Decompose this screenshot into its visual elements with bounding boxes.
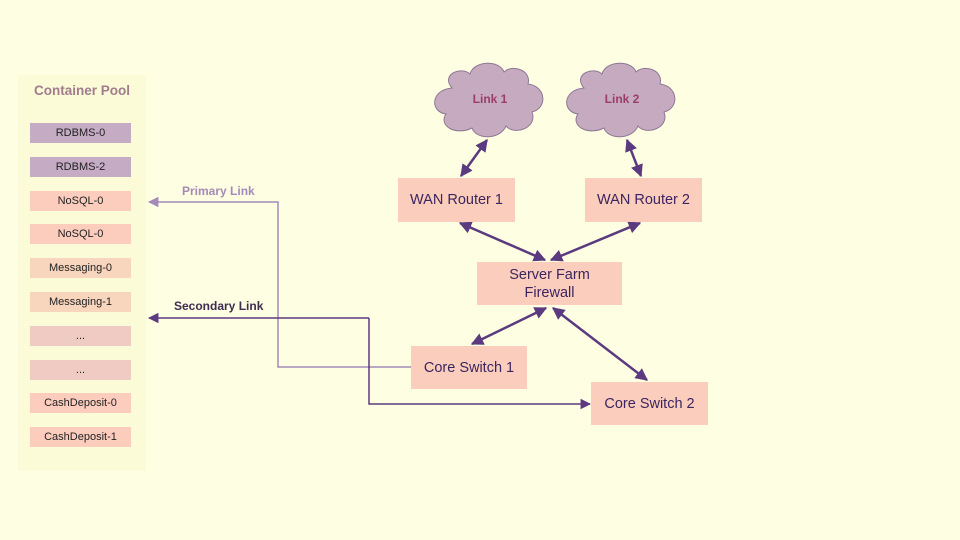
pool-item: NoSQL-0	[30, 224, 131, 245]
edge-wan2-firewall	[549, 221, 642, 262]
core-switch-2: Core Switch 2	[591, 382, 708, 425]
edge-wan1-firewall	[458, 221, 547, 262]
pool-item: ...	[30, 325, 131, 346]
pool-item: Messaging-0	[30, 258, 131, 279]
pool-item: RDBMS-2	[30, 156, 131, 177]
cloud-link-2	[566, 62, 676, 138]
core-switch-1: Core Switch 1	[411, 346, 527, 389]
edge-link2-wan2	[625, 138, 643, 178]
cloud-link-1-label: Link 1	[472, 92, 508, 106]
container-pool-title: Container Pool	[33, 83, 130, 98]
cloud-link-2-label: Link 2	[604, 92, 640, 106]
server-farm-firewall: Server Farm Firewall	[477, 262, 622, 305]
wan-router-1: WAN Router 1	[398, 178, 515, 222]
pool-item: CashDeposit-0	[30, 393, 131, 414]
pool-item: Messaging-1	[30, 292, 131, 312]
edge-firewall-cs1	[470, 306, 548, 346]
pool-item: NoSQL-0	[30, 190, 131, 211]
pool-item: CashDeposit-1	[30, 427, 131, 448]
primary-link-label: Primary Link	[182, 184, 255, 198]
edge-link1-wan1	[459, 138, 489, 178]
edge-firewall-cs2	[552, 307, 648, 381]
edge-primary-link	[147, 196, 411, 368]
pool-item: RDBMS-0	[30, 123, 131, 143]
cloud-link-1	[434, 62, 544, 138]
edge-secondary-link	[368, 318, 592, 410]
secondary-link-label: Secondary Link	[174, 299, 264, 313]
pool-item: ...	[30, 359, 131, 380]
wan-router-2: WAN Router 2	[585, 178, 702, 222]
